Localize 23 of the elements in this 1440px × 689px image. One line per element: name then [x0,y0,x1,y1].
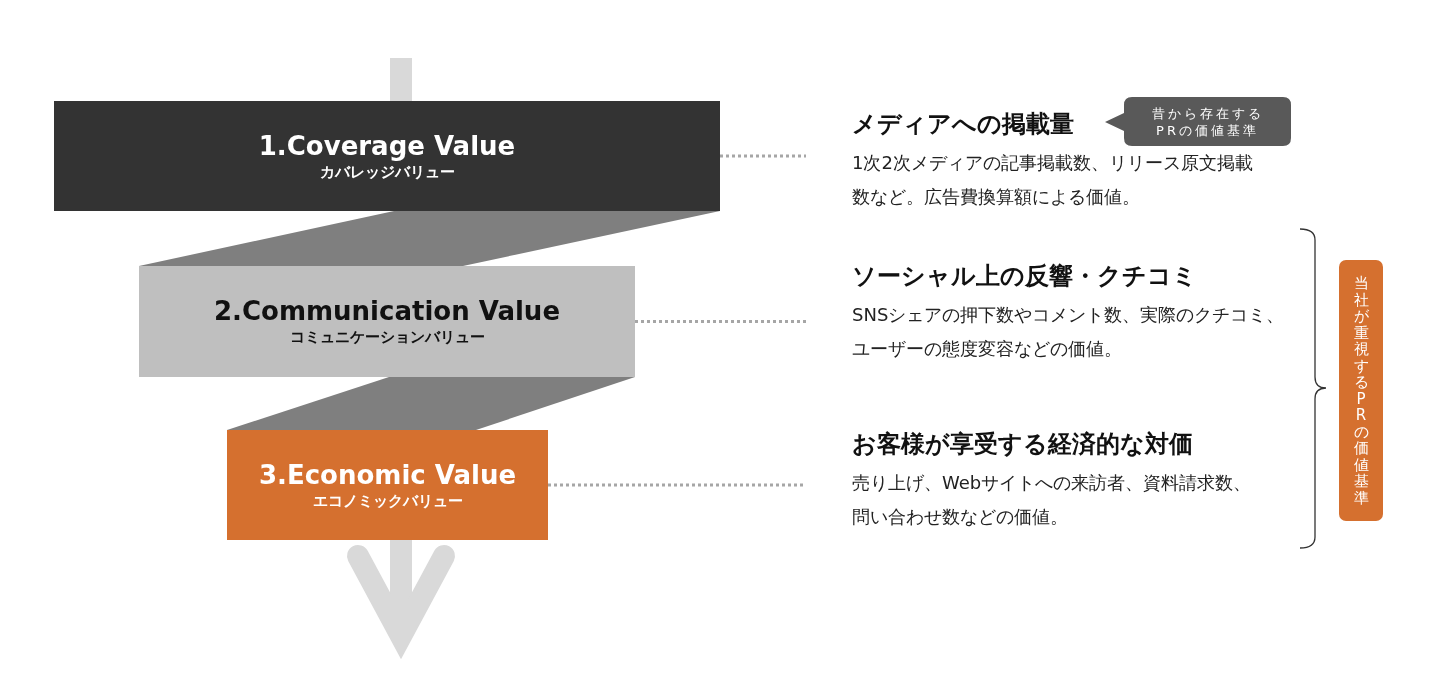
stage-title: 2.Communication Value [213,296,561,327]
stage-title: 1.Coverage Value [258,130,516,162]
ribbon-fold [139,211,720,266]
item-heading: ソーシャル上の反響・クチコミ [852,261,1197,291]
stage-panel [139,266,635,377]
stage-subtitle: エコノミックバリュー [312,490,463,511]
leader-line [548,483,806,487]
leader-line [635,320,806,323]
stage-panel [227,430,548,540]
stage-title: 3.Economic Value [258,459,517,491]
stage-panel [54,101,720,211]
item-description: 1次2次メディアの記事掲載数、リリース原文掲載数など。広告費換算額による価値。 [852,151,1254,209]
item-heading: メディアへの掲載量 [852,109,1074,139]
tag-text: 当社が重視するPRの価値基準 [1353,275,1369,506]
callout-text: 昔から存在するPRの価値基準 [1150,104,1265,139]
stage-subtitle: コミュニケーションバリュー [289,327,485,347]
item-description: 売り上げ、Webサイトへの来訪者、資料請求数、問い合わせ数などの価値。 [852,471,1253,529]
item-description: SNSシェアの押下数やコメント数、実際のクチコミ、ユーザーの態度変容などの価値。 [852,303,1286,361]
ribbon-fold [227,377,635,430]
item-heading: お客様が享受する経済的な対価 [852,429,1193,459]
stage-subtitle: カバレッジバリュー [319,161,455,182]
leader-line [720,154,806,158]
vertical-tag [1339,260,1383,521]
